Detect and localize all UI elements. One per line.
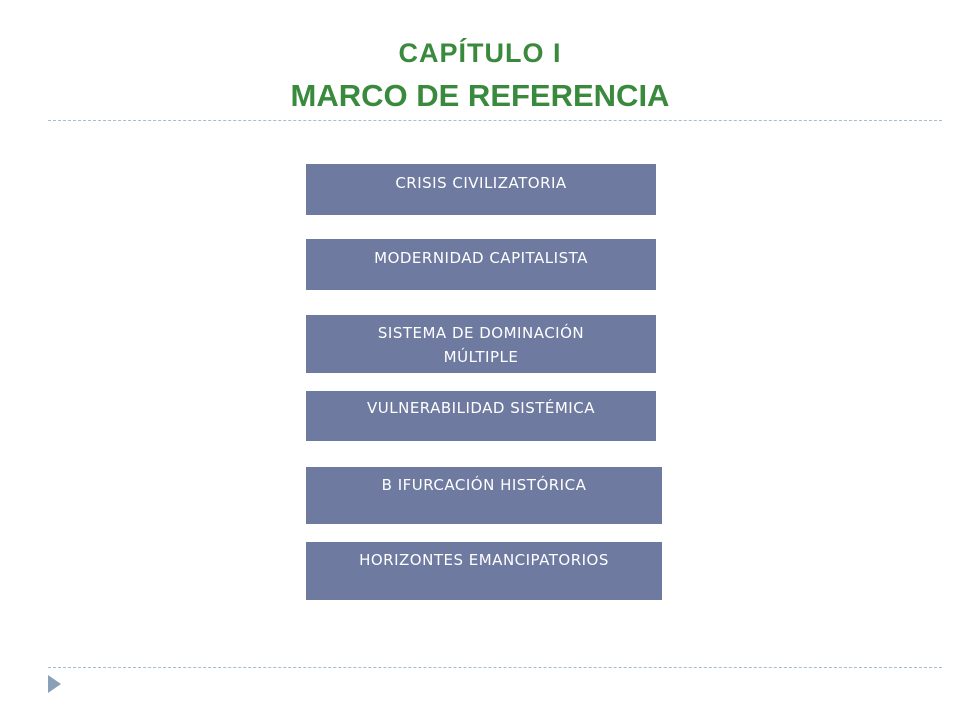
concept-box-horizontes-emancipatorios: HORIZONTES EMANCIPATORIOS <box>306 542 662 600</box>
slide-title-line-1: CAPÍTULO I <box>398 38 562 68</box>
top-divider <box>48 120 942 121</box>
concept-box-modernidad-capitalista: MODERNIDAD CAPITALISTA <box>306 239 656 290</box>
slide-title-line-2: MARCO DE REFERENCIA <box>290 78 670 113</box>
concept-box-sistema-de-dominacion: SISTEMA DE DOMINACIÓN MÚLTIPLE <box>306 315 656 373</box>
triangle-right-icon <box>48 675 61 693</box>
bottom-divider <box>48 667 942 668</box>
concept-box-bifurcacion-historica: B IFURCACIÓN HISTÓRICA <box>306 467 662 524</box>
concept-box-crisis-civilizatoria: CRISIS CIVILIZATORIA <box>306 164 656 215</box>
concept-box-vulnerabilidad-sistemica: VULNERABILIDAD SISTÉMICA <box>306 391 656 441</box>
